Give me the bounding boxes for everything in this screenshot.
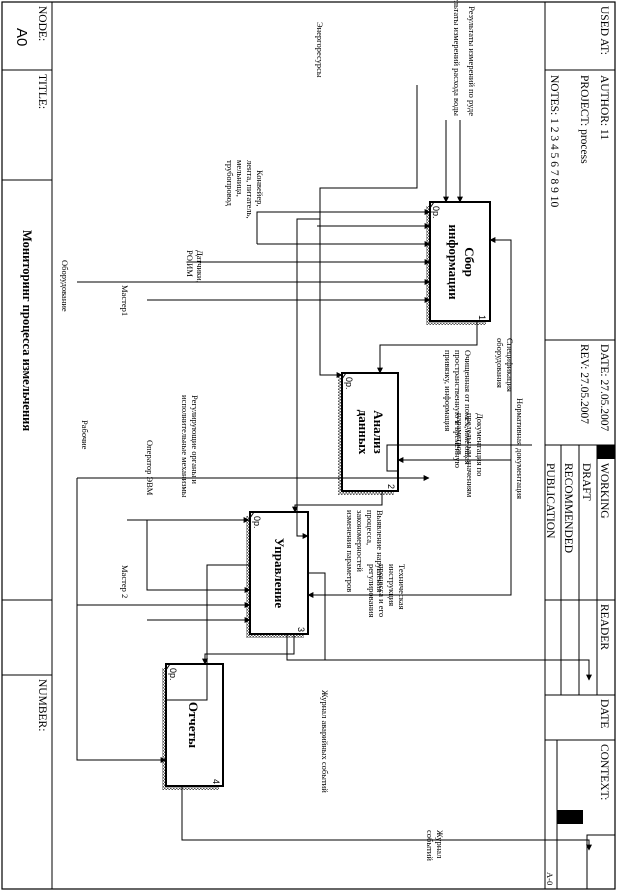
- label-conv-l3: мельница,: [235, 160, 245, 197]
- label-spec-l2: оборудования: [495, 338, 505, 388]
- reader-label: READER: [598, 604, 610, 650]
- box-1-op: 0р.: [431, 206, 441, 219]
- box-2-op: 0р.: [344, 377, 354, 390]
- arrow-norm-box1: [489, 237, 532, 446]
- arrow-regulators: [166, 564, 250, 701]
- status-publication: PUBLICATION: [544, 463, 556, 539]
- label-spec-l1: Спецификация: [505, 338, 515, 392]
- context-label: CONTEXT:: [598, 744, 610, 800]
- label-viol-l2: процесса,: [365, 510, 375, 545]
- label-viol-l4: изменения параметров: [345, 510, 355, 592]
- label-regorg-l1: Регулирующие органы и: [190, 395, 200, 484]
- author-field: AUTHOR: 11: [598, 75, 610, 140]
- label-normdoc: Нормативная документация: [515, 398, 525, 499]
- label-conv-l2: лента, питатель,: [245, 160, 255, 219]
- label-doc-l2: предельным значениям: [465, 413, 475, 498]
- box-2-number: 2: [386, 484, 396, 489]
- context-marker: [557, 810, 583, 824]
- label-clean-l2: пространственную и временную: [453, 350, 463, 469]
- label-sensors-l2: РО,ИМ: [185, 250, 195, 277]
- title-label: TITLE:: [36, 74, 48, 109]
- label-equipment: Оборудование: [60, 260, 70, 312]
- node-label: NODE:: [36, 6, 48, 41]
- project-field: PROJECT: process: [578, 75, 590, 164]
- label-regorg-l2: исполнительные механизмы: [180, 395, 190, 498]
- arrow-master2: [146, 520, 251, 593]
- label-tech-l3: процесса и его: [377, 564, 387, 617]
- box-4-op: 0р.: [168, 668, 178, 681]
- date-column-label: DATE: [598, 699, 610, 728]
- label-clean-l3: привязку, информация: [443, 350, 453, 431]
- label-master2: Мастер 2: [120, 565, 130, 598]
- label-clean-l1: Очищенная от помех, имеющая: [463, 350, 473, 465]
- status-working: WORKING: [598, 463, 610, 519]
- label-viol-l1: Выявление нарушения: [375, 510, 385, 592]
- box-3-op: 0р.: [252, 516, 262, 529]
- arrow-box2-box3: [292, 491, 383, 513]
- label-event-log-l2: событий: [425, 830, 435, 861]
- rev-field: REV: 27.05.2007: [578, 344, 590, 424]
- box-4-number: 4: [211, 779, 221, 784]
- working-marker: [597, 445, 615, 459]
- box-analyze-data[interactable]: [341, 372, 399, 492]
- label-energy: Энергоресурсы: [315, 22, 325, 78]
- label-tech-l2: инструкция: [387, 564, 397, 606]
- arrow-workers-box3: [76, 478, 251, 608]
- box-2-group: Анализ данных 2 0р.: [338, 372, 399, 495]
- box-4-title: Отчеты: [186, 702, 201, 748]
- arrow-workers-box4: [76, 478, 167, 763]
- box-reports[interactable]: [165, 663, 224, 787]
- used-at-label: USED AT:: [598, 6, 610, 55]
- box-1-number: 1: [477, 315, 487, 320]
- box-4-group: Отчеты 4 0р.: [162, 663, 224, 790]
- label-emergency-log: Журнал аварийных событий: [320, 690, 330, 793]
- arrow-norm-box3: [307, 445, 512, 598]
- date-field: DATE: 27.05.2007: [598, 344, 610, 431]
- label-workers: Рабочие: [80, 420, 90, 450]
- node-ref: A-0: [545, 872, 555, 885]
- node-value: A0: [13, 28, 30, 46]
- arrow-energy-box2: [319, 219, 343, 378]
- arrow-event-log: [181, 786, 592, 851]
- status-recommended: RECOMMENDED: [562, 463, 574, 553]
- box-2-title-l1: Анализ: [371, 410, 386, 454]
- box-3-group: Управление 3 0р.: [246, 511, 309, 638]
- label-doc-l3: параметров: [455, 413, 465, 455]
- arrows: [76, 85, 592, 851]
- notes-field: NOTES: 1 2 3 4 5 6 7 8 9 10: [548, 75, 560, 208]
- diagram-title: Мониторинг процесса измельчения: [20, 230, 34, 431]
- label-sensors-l1: Датчики,: [195, 250, 205, 283]
- label-operator: Оператор ЭВМ: [145, 440, 155, 496]
- label-event-log-l1: Журнал: [435, 830, 445, 859]
- box-3-title: Управление: [272, 538, 287, 609]
- box-1-title-l2: информации: [446, 224, 461, 300]
- label-water-input: Результаты измерений расхода воды: [452, 0, 462, 116]
- label-doc-l1: Документация по: [475, 413, 485, 476]
- arrow-box1-box2: [377, 321, 478, 374]
- box-3-number: 3: [296, 627, 306, 632]
- label-ore-input: Результаты измерений по руде: [467, 6, 477, 116]
- number-label: NUMBER:: [36, 679, 48, 731]
- status-draft: DRAFT: [580, 463, 592, 501]
- arrow-box3-box4: [202, 634, 295, 665]
- label-tech-l4: регулирования: [367, 564, 377, 617]
- box-1-group: Сбор информации 1 0р.: [426, 201, 491, 325]
- box-1-title-l1: Сбор: [462, 247, 477, 277]
- label-tech-l1: Техническая: [397, 564, 407, 610]
- label-conv-l1: Конвейер,: [255, 170, 265, 206]
- label-master1: Мастер1: [120, 285, 130, 316]
- label-viol-l3: закономерностей: [355, 510, 365, 572]
- label-conv-l4: трубопровод: [225, 160, 235, 207]
- box-2-title-l2: данных: [356, 410, 371, 455]
